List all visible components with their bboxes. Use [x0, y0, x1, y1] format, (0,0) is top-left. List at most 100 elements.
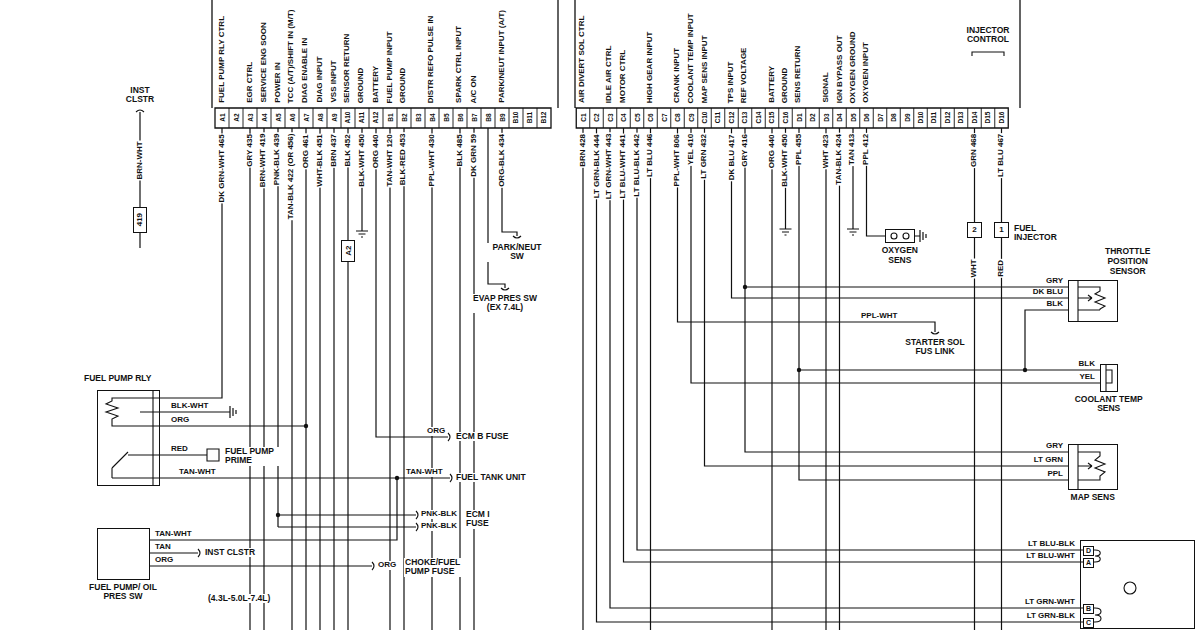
wire-color: TAN-WHT	[405, 468, 444, 477]
wire-color: YEL	[1078, 373, 1096, 382]
pin-number: D7	[876, 113, 883, 123]
wire-code: WHT-BLK 451	[316, 133, 325, 187]
wire-code: BRN-WHT 419	[260, 133, 269, 189]
connector-frame	[212, 0, 1020, 128]
pin-function: OXYGEN GROUND	[849, 30, 858, 104]
pin-number: D1	[795, 113, 802, 123]
wire-color: TAN	[154, 543, 172, 552]
pin-number: C4	[620, 113, 627, 123]
wire-color: LT BLU-BLK	[1027, 540, 1076, 549]
component-name: FUEL PUMP RLY	[84, 374, 151, 384]
pin-number: A6	[288, 113, 295, 123]
pin-function: SENS RETURN	[795, 45, 804, 104]
injector-pin: 1	[994, 222, 1009, 238]
component-name: STARTER SOL FUS LINK	[899, 338, 971, 357]
pin-function: GROUND	[781, 66, 790, 104]
wire-color: LT GRN	[1033, 456, 1064, 465]
pin-number: 419	[135, 213, 144, 226]
pin-number: A11	[358, 111, 365, 125]
pin-number: D8	[890, 113, 897, 123]
junction-dots	[276, 285, 1027, 517]
pin-number: A7	[302, 113, 309, 123]
pin-number: D16	[998, 111, 1005, 125]
wire-code: LT GRN-WHT 443	[606, 133, 615, 201]
component-name: THROTTLE POSITION SENSOR	[1092, 247, 1164, 276]
wire-color: RED	[997, 259, 1006, 278]
pin-number: C9	[687, 113, 694, 123]
wire-color: GRY	[1045, 442, 1064, 451]
wire-color: PPL-WHT	[860, 312, 898, 321]
wire-color: LT BLU-WHT	[1025, 552, 1076, 561]
pin-number: C3	[606, 113, 613, 123]
pin-number: A10	[344, 111, 351, 125]
pin-function: BATTERY	[768, 65, 777, 104]
relay-box: FUEL PUMP RLY	[97, 390, 160, 486]
pin-number: B10	[512, 111, 519, 125]
pin-number: B11	[526, 111, 533, 125]
pin-number: C11	[714, 111, 721, 125]
pin-function: FUEL PUMP RLY CTRL	[218, 15, 227, 104]
wire-code: BLK-WHT 450	[781, 133, 790, 188]
pin-letter: C	[1083, 618, 1094, 628]
component-name: FUEL INJECTOR	[1013, 224, 1067, 243]
pin-function: CRANK INPUT	[673, 47, 682, 104]
pin-number: A8	[316, 113, 323, 123]
wire-color: ORG	[170, 416, 190, 425]
wire-code: LT GRN-BLK 444	[592, 133, 601, 199]
pin-number: A3	[246, 113, 253, 123]
pin-number: A9	[330, 113, 337, 123]
pin-function: GROUND	[358, 66, 367, 104]
pin-function: GROUND	[400, 66, 409, 104]
switch-box: FUEL PUMP/ OIL PRES SW	[97, 528, 150, 580]
wire-color: GRY	[1045, 277, 1064, 286]
pin-number: B6	[456, 113, 463, 123]
pin-number: B7	[470, 113, 477, 123]
pin-number: A1	[218, 113, 225, 123]
pin-number: C16	[782, 111, 789, 125]
injector-pin: 2	[967, 222, 982, 238]
pin-function: IGN BYPASS OUT	[835, 34, 844, 104]
wire-code: GRY 435	[246, 133, 255, 167]
wire-code: ORG 461	[302, 133, 311, 169]
component-name: ECM I FUSE	[465, 510, 501, 529]
wire-connector	[150, 478, 397, 540]
pin-number: B1	[386, 113, 393, 123]
wire-code: BLK 452	[344, 133, 353, 167]
component-symbols	[106, 52, 1112, 622]
wire-code: LT BLU-WHT 441	[619, 133, 628, 199]
wire-color: PNK-BLK	[420, 510, 458, 519]
wire-color: TAN-WHT	[178, 468, 217, 477]
pin-number: D14	[971, 111, 978, 125]
pin-function: TCC (A/T)/SHIFT IN (M/T)	[288, 8, 297, 104]
junction-dot	[276, 513, 280, 517]
wire-code: TAN-WHT 120	[386, 133, 395, 187]
pin-number: D2	[809, 113, 816, 123]
pin-number: C5	[633, 113, 640, 123]
component-name: INST CLSTR	[204, 548, 256, 557]
wire-color: LT GRN-BLK	[1026, 612, 1076, 621]
pin-number: C7	[660, 113, 667, 123]
pin-number: D11	[930, 111, 937, 125]
pin-number: A5	[274, 113, 281, 123]
pin-number: C6	[647, 113, 654, 123]
sensor-pin	[891, 233, 897, 239]
junction-dot	[797, 368, 801, 372]
wire-color: BLK-WHT	[170, 402, 209, 411]
pin-function: POWER IN	[274, 62, 283, 104]
pin-number: C10	[701, 111, 708, 125]
wire-connector	[1025, 310, 1100, 370]
component-name: PARK/NEUT SW	[486, 243, 548, 262]
wire-code: DK BLU 417	[727, 133, 736, 181]
pin-number: D13	[957, 111, 964, 125]
pin-function: IDLE AIR CTRL	[606, 45, 615, 104]
pin-function: PARK/NEUT INPUT (A/T)	[498, 9, 507, 104]
wire-code: ORG-BLK 434	[498, 133, 507, 188]
sensor-connector: OXYGEN SENS	[885, 229, 915, 243]
motor-symbol	[1124, 582, 1136, 594]
pin-function: SENSOR RETURN	[344, 33, 353, 104]
pin-function: TPS INPUT	[727, 60, 736, 104]
pin-number: B4	[428, 113, 435, 123]
pin-number: D3	[822, 113, 829, 123]
wire-code: PNK-BLK 439	[274, 133, 283, 187]
component-name: MAP SENS	[1053, 493, 1133, 503]
